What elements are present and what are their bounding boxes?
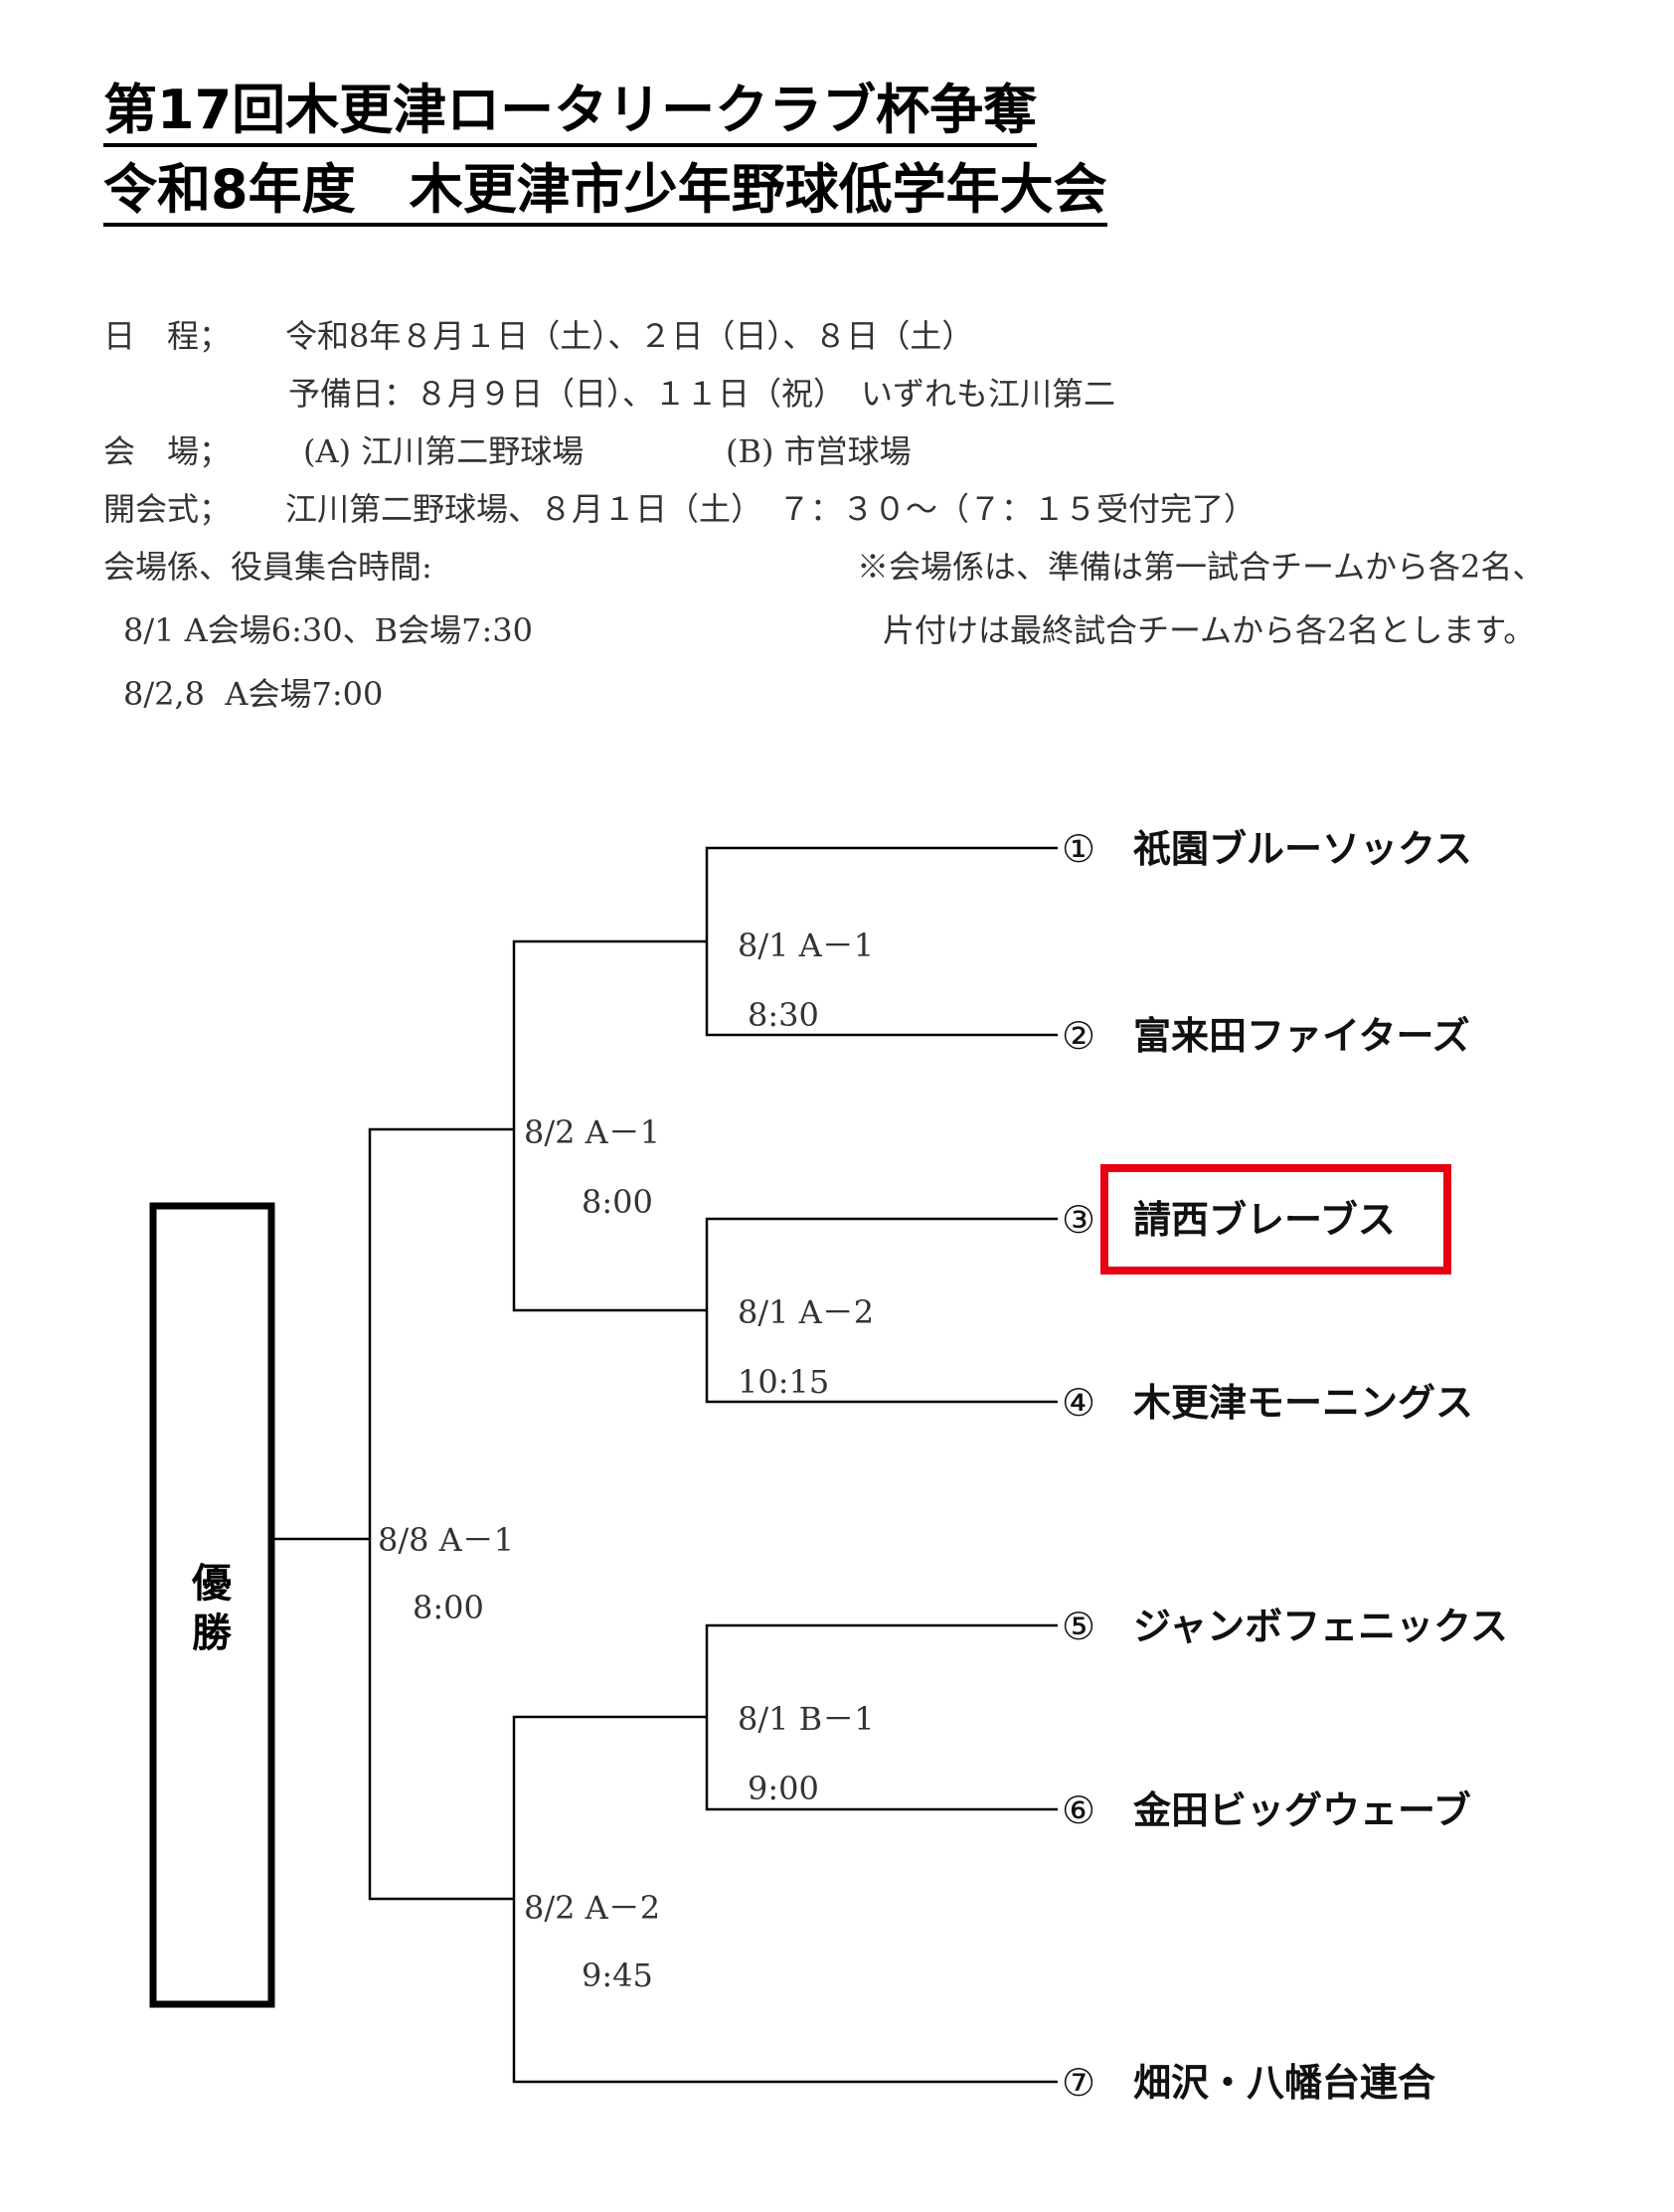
team-entry-7: ⑦ 畑沢・八幡台連合 [1062,2061,1435,2105]
match-r1m3-time: 9:00 [748,1770,819,1807]
match-r1m2-time: 10:15 [738,1363,829,1401]
team-entry-1: ① 祇園ブルーソックス [1062,827,1472,871]
team-entry-2: ② 富来田ファイターズ [1062,1014,1470,1058]
team-entry-3: ③ 請西ブレーブス [1062,1164,1451,1275]
match-final-time: 8:00 [413,1589,484,1626]
staff-time-1: 8/1 A会場6:30、B会場7:30 [123,611,534,649]
team-entry-6: ⑥ 金田ビッグウェーブ [1062,1788,1471,1832]
schedule-value: 令和8年８月１日（土）、２日（日）、８日（土） [285,317,974,355]
match-sf2-date: 8/2 A－2 [524,1889,660,1927]
title-line-1: 第17回木更津ロータリークラブ杯争奪 [103,79,1038,148]
team-seed-2: ② [1062,1014,1095,1058]
team-name-2: 富来田ファイターズ [1133,1014,1470,1058]
team-seed-7: ⑦ [1062,2061,1095,2105]
match-r1m2-date: 8/1 A－2 [738,1293,874,1331]
ceremony-value: 江川第二野球場、８月１日（土） ７：３０～（７：１５受付完了） [285,490,1256,528]
team-seed-5: ⑤ [1062,1605,1095,1648]
team-name-5: ジャンボフェニックス [1133,1605,1508,1648]
reserve-dates: 予備日：８月９日（日）、１１日（祝） いずれも江川第二 [288,375,1116,413]
match-sf1-time: 8:00 [582,1183,653,1221]
match-r1m1-time: 8:30 [748,996,819,1034]
team-seed-1: ① [1062,827,1095,871]
venue-label: 会 場； [103,432,232,470]
team-name-3: 請西ブレーブス [1133,1198,1396,1242]
match-sf2-time: 9:45 [582,1957,653,1994]
note-line-1: ※会場係は、準備は第一試合チームから各2名、 [857,548,1545,586]
team-name-7: 畑沢・八幡台連合 [1133,2061,1435,2105]
team-entry-5: ⑤ ジャンボフェニックス [1062,1605,1508,1648]
team-seed-6: ⑥ [1062,1788,1095,1832]
match-r1m1-date: 8/1 A－1 [738,927,874,964]
title-line-2: 令和8年度 木更津市少年野球低学年大会 [103,158,1107,228]
venue-b: (B) 市営球場 [726,432,912,470]
note-line-2: 片付けは最終試合チームから各2名とします。 [883,611,1536,649]
venue-a: (A) 江川第二野球場 [303,432,585,470]
bracket-lines [273,846,1058,2084]
highlight-box [1100,1164,1451,1275]
staff-label: 会場係、役員集合時間: [103,548,432,586]
team-seed-3: ③ [1062,1198,1095,1242]
match-final-date: 8/8 A－1 [378,1521,514,1559]
team-name-4: 木更津モーニングス [1133,1381,1473,1425]
staff-time-2: 8/2,8 A会場7:00 [123,675,384,713]
team-name-1: 祇園ブルーソックス [1133,827,1472,871]
bracket-line-sf1 [512,939,707,1312]
winner-label-1: 優 [191,1561,233,1607]
schedule-label: 日 程； [103,317,232,355]
team-name-6: 金田ビッグウェーブ [1132,1788,1471,1832]
team-seed-4: ④ [1062,1381,1095,1425]
bracket-line-final [368,1127,514,1901]
ceremony-label: 開会式； [103,490,232,528]
match-sf1-date: 8/2 A－1 [524,1113,660,1151]
match-r1m3-date: 8/1 B－1 [738,1700,875,1738]
team-entry-4: ④ 木更津モーニングス [1062,1381,1473,1425]
winner-box [149,1202,275,2008]
winner-label-2: 勝 [192,1611,233,1656]
